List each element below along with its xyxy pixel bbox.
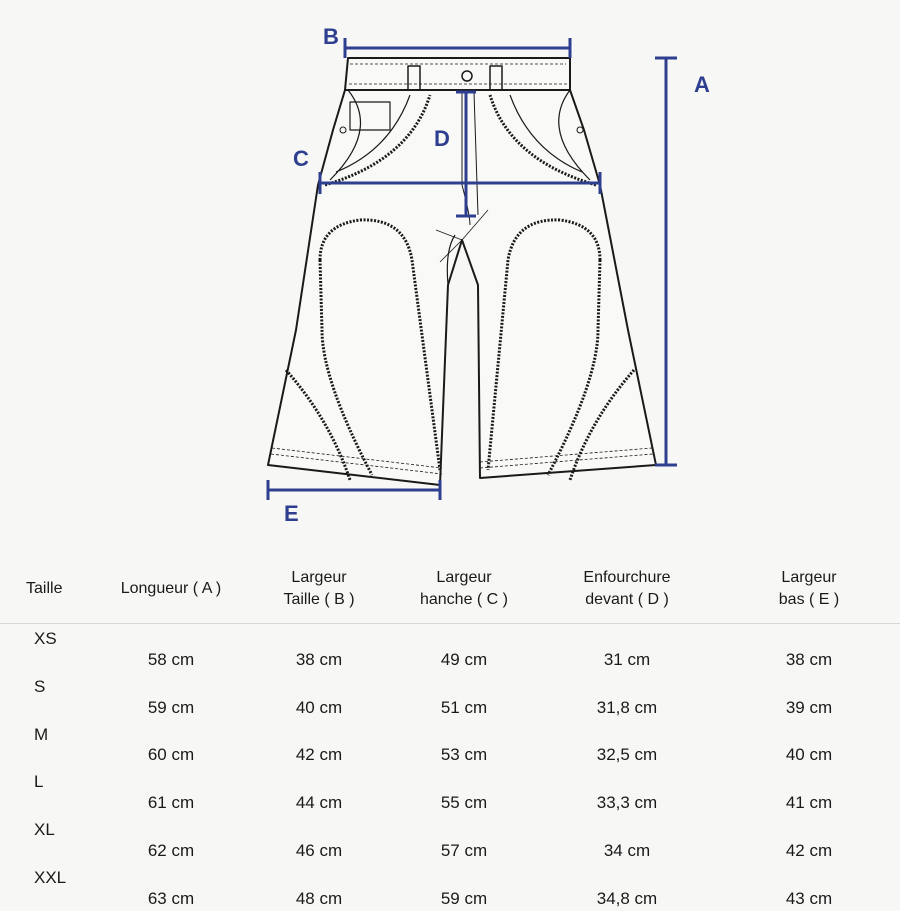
cell-front-rise: 31 cm (603, 649, 651, 669)
cell-hip-width: 57 cm (440, 840, 488, 860)
cell-leg-opening: 38 cm (785, 649, 833, 669)
label-a: A (694, 72, 710, 97)
cell-waist-width: 48 cm (295, 888, 343, 908)
cell-waist-width: 38 cm (295, 649, 343, 669)
cell-size: L (34, 772, 44, 792)
cell-leg-opening: 39 cm (785, 697, 833, 717)
header-hip-width: Largeur hanche ( C ) (392, 555, 536, 624)
header-waist-width: Largeur Taille ( B ) (246, 555, 392, 624)
hem-stitch-left (270, 447, 443, 475)
hem-stitch-right (479, 447, 654, 469)
cell-front-rise: 33,3 cm (596, 793, 658, 813)
table-row: XS 58 cm 38 cm 49 cm 31 cm 38 cm (0, 624, 900, 672)
cell-leg-opening: 42 cm (785, 840, 833, 860)
shorts-outline (267, 89, 657, 486)
table-row: M 60 cm 42 cm 53 cm 32,5 cm 40 cm (0, 720, 900, 768)
cell-hip-width: 59 cm (440, 888, 488, 908)
fly-seam (446, 234, 456, 286)
cell-front-rise: 31,8 cm (596, 697, 658, 717)
panel-seam-left (284, 218, 442, 481)
front-pocket-right (509, 89, 591, 181)
cell-length: 62 cm (147, 840, 195, 860)
table-row: S 59 cm 40 cm 51 cm 31,8 cm 39 cm (0, 672, 900, 720)
shorts-measurement-diagram: A B C D E (266, 24, 710, 526)
cell-length: 58 cm (147, 649, 195, 669)
coin-pocket (349, 101, 391, 131)
table-row: XXL 63 cm 48 cm 59 cm 34,8 cm 43 cm (0, 863, 900, 911)
rivet (576, 126, 584, 134)
header-leg-opening: Largeur bas ( E ) (718, 555, 900, 624)
cell-front-rise: 34 cm (603, 840, 651, 860)
cell-length: 61 cm (147, 793, 195, 813)
size-chart-table: Taille Longueur ( A ) Largeur Taille ( B… (0, 555, 900, 911)
cell-front-rise: 34,8 cm (596, 888, 658, 908)
cell-front-rise: 32,5 cm (596, 745, 658, 765)
cell-leg-opening: 40 cm (785, 745, 833, 765)
label-d: D (434, 126, 450, 151)
pocket-seam-left (324, 94, 432, 187)
table-header-row: Taille Longueur ( A ) Largeur Taille ( B… (0, 555, 900, 624)
table-row: XL 62 cm 46 cm 57 cm 34 cm 42 cm (0, 815, 900, 863)
waist-button (461, 70, 473, 82)
cell-hip-width: 53 cm (440, 745, 488, 765)
rivet (339, 126, 347, 134)
cell-length: 63 cm (147, 888, 195, 908)
cell-size: XXL (34, 867, 67, 887)
cell-hip-width: 55 cm (440, 793, 488, 813)
table-row: L 61 cm 44 cm 55 cm 33,3 cm 41 cm (0, 767, 900, 815)
front-pocket-left (329, 89, 411, 181)
measurement-lines (266, 38, 677, 500)
waistband (344, 57, 571, 91)
label-c: C (293, 146, 309, 171)
cell-length: 60 cm (147, 745, 195, 765)
pocket-seam-right (488, 94, 597, 187)
header-size: Taille (0, 555, 96, 624)
cell-leg-opening: 41 cm (785, 793, 833, 813)
cell-leg-opening: 43 cm (785, 888, 833, 908)
crease-lines (435, 209, 489, 263)
cell-size: XS (34, 629, 57, 648)
panel-seam-right (486, 218, 636, 481)
cell-waist-width: 46 cm (295, 840, 343, 860)
cell-size: S (34, 676, 46, 696)
cell-waist-width: 42 cm (295, 745, 343, 765)
cell-length: 59 cm (147, 697, 195, 717)
header-front-rise: Enfourchure devant ( D ) (536, 555, 718, 624)
cell-size: XL (34, 820, 55, 840)
header-length: Longueur ( A ) (96, 555, 246, 624)
waistband-stitch (349, 63, 568, 85)
cell-size: M (34, 724, 49, 744)
cell-hip-width: 49 cm (440, 649, 488, 669)
label-b: B (323, 24, 339, 49)
shorts-illustration (267, 57, 657, 486)
cell-hip-width: 51 cm (440, 697, 488, 717)
cell-waist-width: 40 cm (295, 697, 343, 717)
cell-waist-width: 44 cm (295, 793, 343, 813)
label-e: E (284, 501, 299, 526)
